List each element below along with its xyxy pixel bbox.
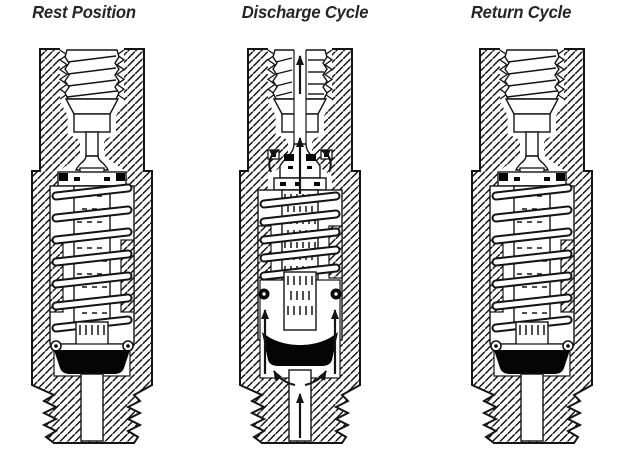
panel-title-discharge: Discharge Cycle	[241, 2, 369, 22]
valve-cross-section-rest	[30, 44, 154, 459]
panel-title-return: Return Cycle	[470, 2, 572, 22]
panel-title-rest: Rest Position	[32, 2, 136, 22]
valve-cross-section-discharge	[238, 44, 362, 459]
valve-cross-section-return	[470, 44, 594, 459]
